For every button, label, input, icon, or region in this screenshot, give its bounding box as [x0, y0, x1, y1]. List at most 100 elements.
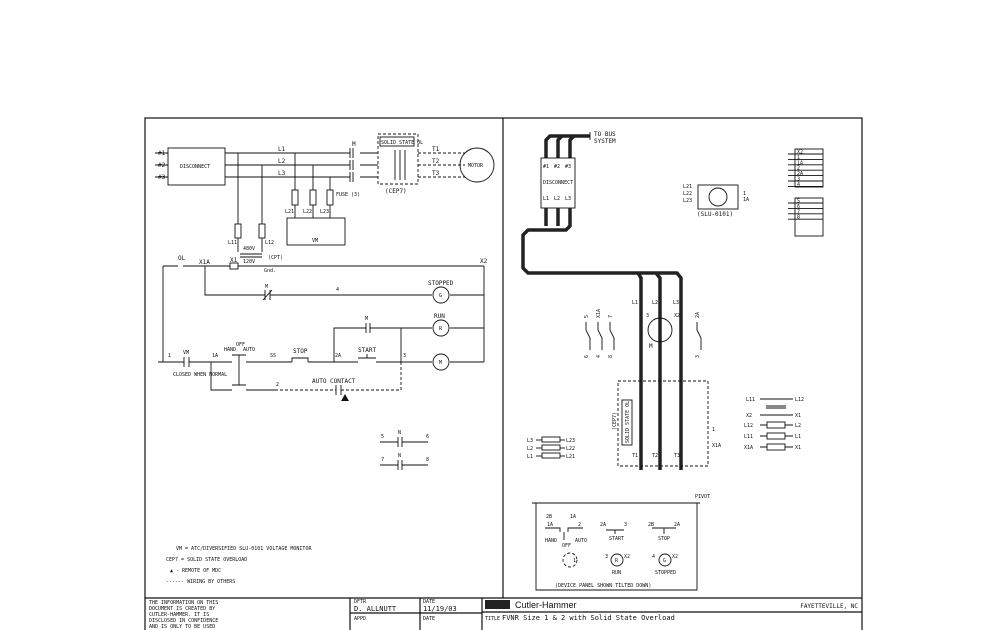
drawing-title: FVNR Size 1 & 2 with Solid State Overloa…: [502, 614, 675, 622]
dftr-label: DFTR: [354, 599, 367, 605]
aux-contact: [597, 322, 603, 350]
panel-label: 2A: [600, 522, 606, 528]
fuse-term: X1: [795, 445, 801, 451]
auto-contact-label: AUTO CONTACT: [312, 378, 356, 385]
legend-item: CEP7 = SOLID STATE OVERLOAD: [166, 557, 247, 563]
slu-term: 1: [743, 191, 746, 197]
panel-label: 1A: [547, 522, 553, 528]
fuse-icon: [541, 452, 561, 459]
disc-term: #3: [565, 164, 571, 170]
panel-label: 3: [605, 554, 608, 560]
disconnect-box: [540, 157, 576, 209]
location: FAYETTEVILLE, NC: [800, 603, 858, 610]
run-lamp-icon: [432, 319, 450, 337]
run-lamp-icon: [610, 553, 624, 567]
cpt-fuse-label: L12: [265, 240, 274, 246]
notice-line: DISCLOSED IN CONFIDENCE: [149, 618, 218, 624]
fuse-term: L21: [566, 454, 575, 460]
aux-contact: [585, 322, 591, 350]
contactor-coil: [647, 317, 673, 343]
line-label: L3: [278, 170, 286, 177]
vm-note: CLOSED WHEN NORMAL: [173, 372, 227, 378]
panel-label: X2: [672, 554, 678, 560]
aux-term: 7: [608, 315, 614, 318]
bus-label: TO BUS: [594, 131, 616, 138]
aux-label: 5: [381, 434, 384, 440]
stopped-label: STOPPED: [428, 280, 454, 287]
lamp-letter: G: [439, 293, 442, 299]
panel-label: 2: [578, 522, 581, 528]
date-label: DATE: [423, 616, 435, 622]
vm-input-label: L23: [320, 209, 329, 215]
slu-term: L21: [683, 184, 692, 190]
aux-contact: [609, 322, 615, 350]
fuse-label: FUSE (3): [336, 192, 360, 198]
panel-label: 2A: [674, 522, 680, 528]
voltage-monitor-box: [286, 217, 346, 246]
fuse-term: L22: [566, 446, 575, 452]
strip-terminal: 3: [797, 177, 800, 183]
aux-label: 7: [381, 457, 384, 463]
m-contacts: [349, 148, 354, 182]
disconnect-box: [167, 147, 226, 186]
strip-terminal: 7: [797, 209, 800, 215]
cpt-term: X2: [746, 413, 752, 419]
coil-letter: M: [439, 360, 442, 366]
legend-item: VM = ATC/DIVERSIFIED SLU-0101 VOLTAGE MO…: [176, 546, 312, 552]
overload-label: SOLID STATE OL: [625, 401, 631, 443]
panel-label: 2B: [648, 522, 654, 528]
control-circuit: OL X1A X1 X2 M 4 G STOPPED M R RUN 1 VM …: [158, 255, 488, 470]
node-label: 1A: [212, 353, 218, 359]
slu-term: L22: [683, 191, 692, 197]
lamp-letter: G: [663, 558, 666, 564]
line-label: L2: [278, 158, 286, 165]
aux-label: 6: [426, 434, 429, 440]
strip-terminal: 6: [797, 204, 800, 210]
disc-term: L1: [543, 196, 549, 202]
node-label: 2A: [335, 353, 341, 359]
power-circuit: DISCONNECT #1 #2 #3 M L1 L2 L3 SOLID STA…: [155, 133, 495, 274]
title-block: THE INFORMATION ON THIS DOCUMENT IS CREA…: [145, 597, 862, 630]
cpt-term: L11: [746, 397, 755, 403]
hoa-label: HAND: [224, 347, 236, 353]
cpt-term: L12: [795, 397, 804, 403]
legend-item: ▲ - REMOTE OF MDC: [170, 568, 221, 574]
x2-label: X2: [480, 258, 488, 265]
terminal-label: T3: [432, 170, 440, 177]
aux-label: N: [398, 453, 401, 459]
x1a-label: X1A: [199, 259, 210, 266]
aux-term: X1A: [596, 309, 602, 318]
aux-term: 2A: [695, 312, 701, 318]
drafter: D. ALLNUTT: [354, 605, 397, 613]
strip-terminal: 1A: [797, 160, 803, 166]
node-label: 2: [276, 382, 279, 388]
lamp-letter: R: [615, 558, 619, 564]
cpt-fuse-label: L11: [228, 240, 237, 246]
stop-label: STOP: [293, 348, 308, 355]
disc-term: #2: [554, 164, 560, 170]
notice-line: DOCUMENT IS CREATED BY: [149, 606, 215, 612]
terminal-label: T3: [674, 453, 680, 459]
ol-term: X1A: [712, 443, 721, 449]
hoa-label: OFF: [236, 342, 245, 348]
cpt-label: (CPT): [268, 255, 283, 261]
title-label: TITLE: [485, 616, 500, 622]
aux-contact: [696, 322, 702, 350]
m-nc-label: M: [265, 284, 268, 290]
disc-term: L2: [554, 196, 560, 202]
pilot-device-icon: [562, 552, 578, 568]
aux-term: 8: [608, 355, 614, 358]
panel-label: STOPPED: [655, 570, 676, 576]
line-label: L2: [652, 300, 658, 306]
panel-label: X2: [624, 554, 630, 560]
line-label: L3: [673, 300, 679, 306]
line-label: L1: [632, 300, 638, 306]
start-button-icon: [606, 529, 624, 534]
fuse-term: L2: [527, 446, 533, 452]
legend: VM = ATC/DIVERSIFIED SLU-0101 VOLTAGE MO…: [166, 546, 312, 585]
cep7-label: (CEP7): [612, 412, 618, 430]
ground-label: Gnd.: [264, 268, 276, 274]
slu-label: (SLU-0101): [697, 211, 733, 218]
strip-terminal: 4: [797, 182, 800, 188]
